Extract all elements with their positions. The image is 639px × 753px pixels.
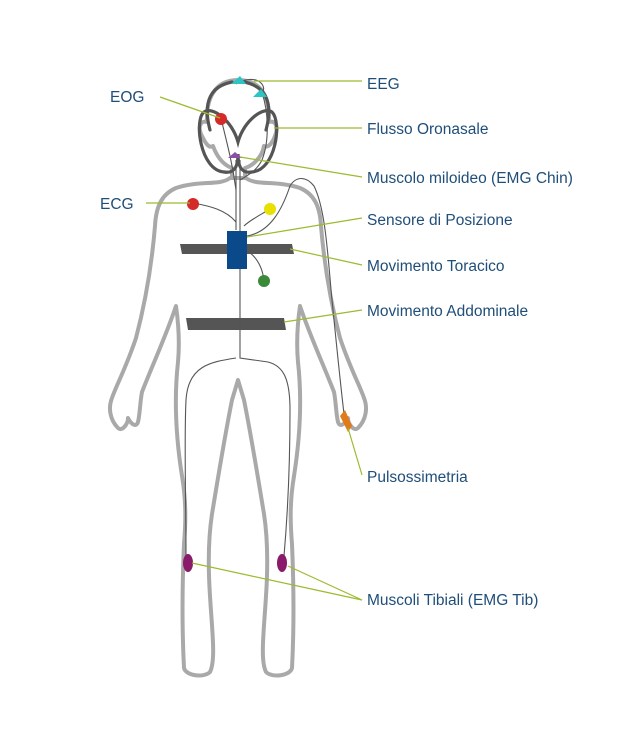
body-silhouette <box>108 78 368 678</box>
leader-tibiali-left <box>191 562 363 601</box>
leader-toracico <box>289 248 363 266</box>
leader-sensore <box>246 217 363 238</box>
ecg-electrode-green <box>258 275 270 287</box>
eeg-electrode-side <box>253 89 267 97</box>
pulse-oximeter <box>340 410 352 432</box>
label-muscolo-miloideo: Muscolo miloideo (EMG Chin) <box>367 170 573 187</box>
eog-electrode <box>215 113 227 125</box>
body-inner-line <box>181 371 295 485</box>
leader-addominale <box>283 309 363 323</box>
label-muscoli-tibiali: Muscoli Tibiali (EMG Tib) <box>367 592 538 609</box>
label-sensore-posizione: Sensore di Posizione <box>367 212 513 229</box>
leader-miloideo <box>239 156 363 178</box>
leader-pulsossimetria <box>347 427 363 476</box>
leader-tibiali-right <box>287 565 363 601</box>
position-sensor <box>227 231 247 269</box>
tibial-electrode-left <box>183 554 193 572</box>
label-flusso-oronasale: Flusso Oronasale <box>367 121 488 138</box>
label-ecg: ECG <box>100 196 134 213</box>
abdominal-belt <box>186 318 286 330</box>
eeg-electrode-top <box>231 76 246 84</box>
label-eeg: EEG <box>367 76 400 93</box>
label-movimento-addominale: Movimento Addominale <box>367 303 528 320</box>
tibial-electrode-right <box>277 554 287 572</box>
leader-eog <box>159 96 221 119</box>
ecg-electrode-yellow <box>264 203 276 215</box>
label-pulsossimetria: Pulsossimetria <box>367 469 468 486</box>
leader-lines <box>146 80 363 601</box>
label-eog: EOG <box>110 89 144 106</box>
label-movimento-toracico: Movimento Toracico <box>367 258 505 275</box>
ecg-electrode-red <box>187 198 199 210</box>
chin-emg-electrode <box>228 152 242 158</box>
